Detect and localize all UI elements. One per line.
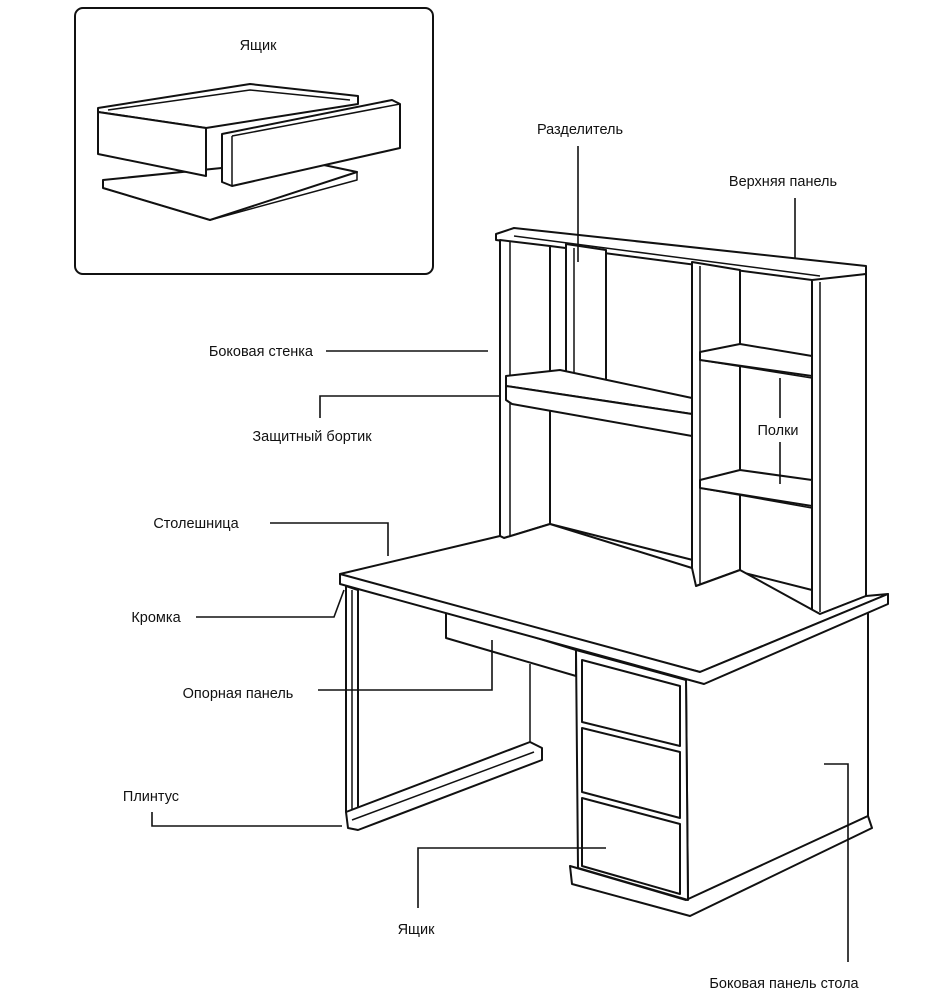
hutch-shelf-lower xyxy=(699,469,813,507)
label-side-wall: Боковая стенка xyxy=(209,344,314,360)
label-top-panel: Верхняя панель xyxy=(729,174,837,190)
leader-tabletop xyxy=(270,522,389,556)
label-support-panel: Опорная панель xyxy=(183,686,294,702)
leader-guard-rail xyxy=(319,395,500,418)
label-divider: Разделитель xyxy=(537,122,623,138)
leader-edge xyxy=(196,589,345,618)
label-inset-drawer: Ящик xyxy=(240,38,278,54)
inset-drawer-left xyxy=(97,111,207,177)
hutch xyxy=(495,227,867,615)
label-plinth: Плинтус xyxy=(123,789,179,805)
tabletop-edge xyxy=(339,573,889,685)
label-guard-rail: Защитный бортик xyxy=(252,429,372,445)
inset-drawer-front xyxy=(221,99,401,187)
label-tabletop: Столешница xyxy=(153,516,239,532)
label-shelves: Полки xyxy=(757,423,798,439)
leader-desk-side-panel xyxy=(824,763,849,962)
labels: Ящик Разделитель Верхняя панель Боковая … xyxy=(123,38,860,992)
hutch-shelf-upper xyxy=(699,343,813,377)
label-desk-side-panel: Боковая панель стола xyxy=(709,976,859,992)
pedestal-drawer-2 xyxy=(581,727,681,819)
guard-rail xyxy=(505,385,693,437)
leader-plinth xyxy=(151,812,342,827)
pedestal-drawer-1 xyxy=(581,659,681,747)
desk xyxy=(339,523,889,917)
pedestal-drawer-3 xyxy=(581,797,681,895)
label-drawer: Ящик xyxy=(398,922,436,938)
leader-support-panel xyxy=(318,640,493,691)
hutch-left-shelf xyxy=(505,369,693,415)
leader-drawer xyxy=(417,847,606,908)
drawer-inset xyxy=(74,7,434,275)
leader-lines xyxy=(151,146,849,962)
hutch-right-upright xyxy=(691,261,741,587)
hutch-divider xyxy=(565,243,607,387)
label-edge: Кромка xyxy=(131,610,181,626)
